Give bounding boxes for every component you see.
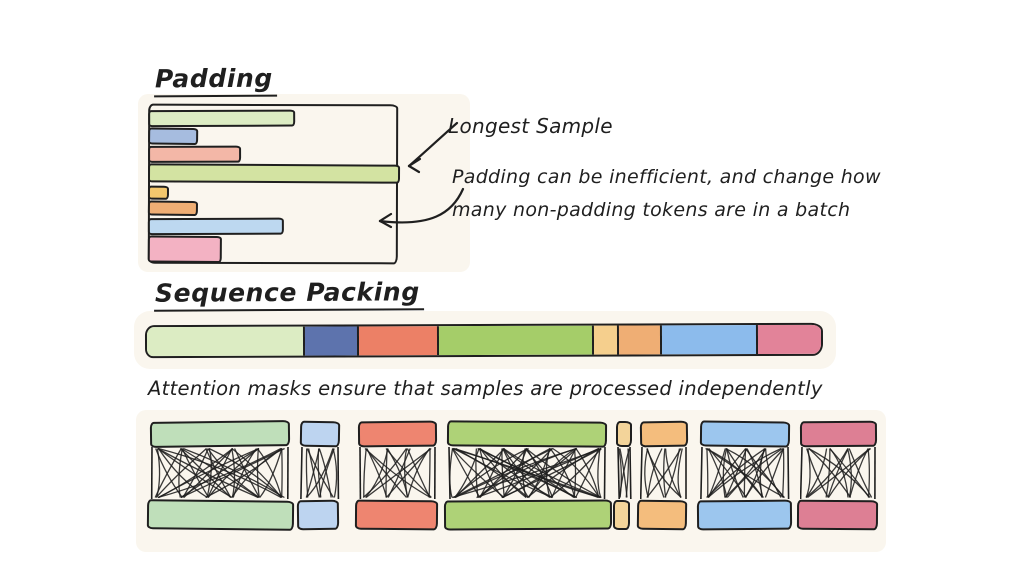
mask-top-bar — [699, 420, 791, 448]
mask-top-bar — [446, 420, 608, 448]
mask-top-bar — [299, 420, 341, 448]
padding-sample-bar — [147, 217, 284, 236]
mask-top-bar — [799, 420, 878, 448]
mask-bottom-bar — [354, 499, 439, 531]
packed-segment — [146, 326, 306, 357]
packing-section-title: Sequence Packing — [153, 277, 424, 312]
padding-sample-bar — [148, 127, 199, 146]
packed-sequence-bar — [144, 322, 824, 359]
attention-connections — [617, 447, 632, 499]
attention-connections — [359, 447, 436, 499]
packed-segment — [358, 326, 440, 356]
packed-segment — [757, 324, 822, 355]
note-line-1: Padding can be inefficient, and change h… — [452, 166, 881, 188]
mask-top-bar — [639, 420, 689, 448]
attention-connections — [800, 447, 876, 499]
attention-mask-block — [296, 420, 341, 531]
mask-bottom-bar — [636, 499, 688, 531]
attention-connections — [300, 447, 340, 499]
attention-connections — [150, 447, 289, 499]
mask-bottom-bar — [146, 499, 295, 531]
padding-sample-bar — [148, 145, 242, 163]
padding-sample-bar — [147, 163, 401, 184]
packed-segment — [438, 325, 595, 356]
mask-bottom-bar — [613, 500, 630, 530]
note-line-2: many non-padding tokens are in a batch — [452, 199, 851, 221]
padding-sample-bar — [147, 200, 199, 217]
packed-segment — [593, 325, 620, 355]
mask-bottom-bar — [696, 499, 792, 531]
attention-connections — [700, 447, 790, 499]
attention-mask-row — [146, 420, 878, 531]
attention-mask-block — [636, 420, 689, 531]
mask-top-bar — [357, 420, 438, 448]
packed-segment — [661, 325, 759, 355]
packed-segment — [618, 325, 663, 355]
attention-mask-block — [443, 420, 613, 531]
attention-connections — [640, 447, 687, 499]
padding-section-title: Padding — [153, 63, 277, 98]
padding-sample-bar — [147, 185, 169, 200]
mask-bottom-bar — [796, 499, 878, 531]
mask-bottom-bar — [296, 499, 340, 531]
attention-mask-block — [354, 420, 439, 531]
mask-top-bar — [149, 420, 291, 448]
longest-sample-label: Longest Sample — [448, 114, 613, 138]
attention-caption: Attention masks ensure that samples are … — [148, 377, 823, 400]
mask-top-bar — [616, 421, 632, 447]
packed-segment — [304, 326, 360, 356]
attention-mask-block — [146, 420, 295, 531]
attention-mask-block — [613, 421, 632, 530]
mask-bottom-bar — [443, 499, 613, 531]
padding-inefficiency-note: Padding can be inefficient, and change h… — [452, 161, 881, 227]
padding-sample-bar — [147, 235, 222, 264]
padding-batch-box — [147, 103, 401, 265]
attention-mask-block — [696, 420, 792, 531]
attention-connections — [448, 447, 606, 499]
attention-mask-block — [796, 420, 878, 531]
padding-sample-bar — [148, 109, 296, 128]
